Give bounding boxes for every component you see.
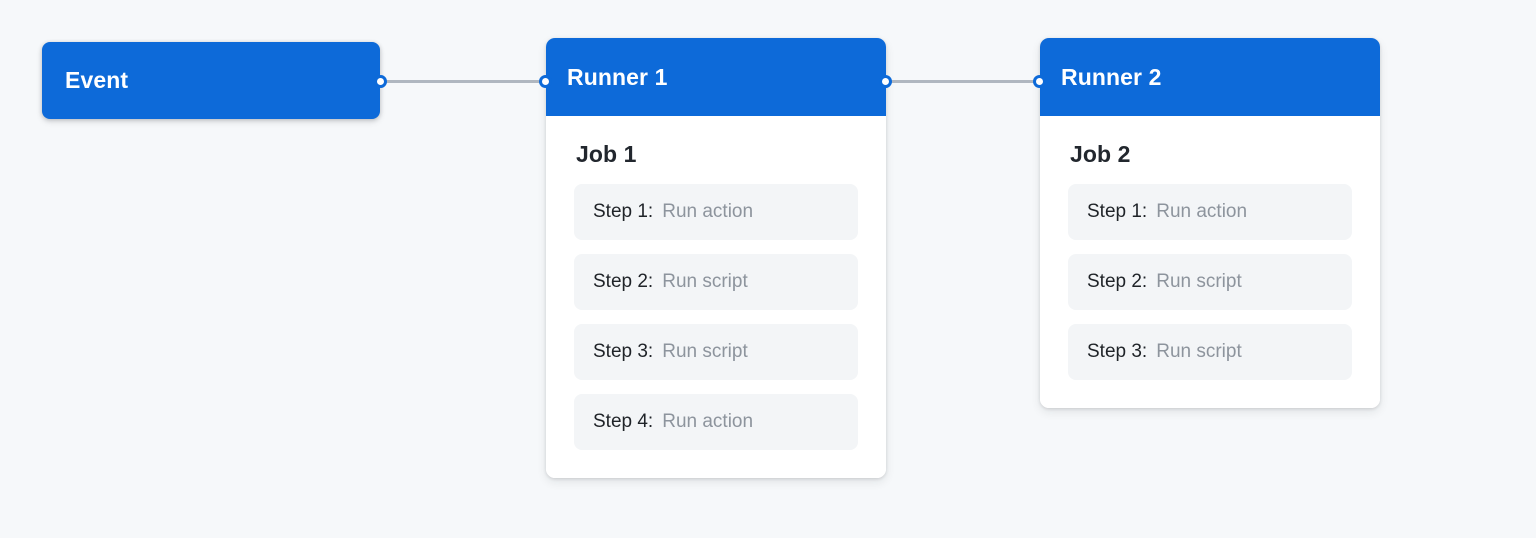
event-node-title: Event — [65, 67, 129, 93]
runner2-title: Runner 2 — [1061, 63, 1162, 90]
step-value: Run script — [662, 271, 748, 292]
connector-dot-runner1-input[interactable] — [539, 75, 552, 88]
step-row[interactable]: Step 1: Run action — [1068, 184, 1352, 240]
step-value: Run action — [662, 411, 754, 432]
step-value: Run script — [662, 341, 748, 362]
runner1-header: Runner 1 — [546, 38, 886, 116]
step-value: Run script — [1156, 341, 1242, 362]
runner1-body: Job 1 Step 1: Run action Step 2: Run scr… — [546, 116, 886, 478]
runner2-steps-list: Step 1: Run action Step 2: Run script St… — [1068, 184, 1352, 380]
connector-dot-runner2-input[interactable] — [1033, 75, 1046, 88]
runner1-title: Runner 1 — [567, 63, 668, 90]
step-label: Step 2: — [1087, 271, 1148, 292]
runner-card-1[interactable]: Runner 1 Job 1 Step 1: Run action Step 2… — [546, 38, 886, 478]
edge-event-to-runner1 — [386, 80, 540, 83]
step-label: Step 3: — [1087, 341, 1148, 362]
step-row[interactable]: Step 3: Run script — [574, 324, 858, 380]
runner1-job-title: Job 1 — [576, 141, 637, 167]
step-value: Run action — [662, 201, 754, 222]
runner2-job-title: Job 2 — [1070, 141, 1131, 167]
event-node[interactable]: Event — [42, 42, 380, 119]
step-row[interactable]: Step 2: Run script — [1068, 254, 1352, 310]
step-row[interactable]: Step 2: Run script — [574, 254, 858, 310]
connector-dot-event-output[interactable] — [374, 75, 387, 88]
step-row[interactable]: Step 3: Run script — [1068, 324, 1352, 380]
step-value: Run script — [1156, 271, 1242, 292]
step-label: Step 4: — [593, 411, 654, 432]
step-label: Step 1: — [593, 201, 654, 222]
connector-dot-runner1-output[interactable] — [879, 75, 892, 88]
step-label: Step 3: — [593, 341, 654, 362]
step-label: Step 1: — [1087, 201, 1148, 222]
runner2-header: Runner 2 — [1040, 38, 1380, 116]
step-label: Step 2: — [593, 271, 654, 292]
edge-runner1-to-runner2 — [891, 80, 1035, 83]
runner1-steps-list: Step 1: Run action Step 2: Run script St… — [574, 184, 858, 450]
step-row[interactable]: Step 1: Run action — [574, 184, 858, 240]
step-value: Run action — [1156, 201, 1248, 222]
runner2-body: Job 2 Step 1: Run action Step 2: Run scr… — [1040, 116, 1380, 408]
runner-card-2[interactable]: Runner 2 Job 2 Step 1: Run action Step 2… — [1040, 38, 1380, 408]
step-row[interactable]: Step 4: Run action — [574, 394, 858, 450]
